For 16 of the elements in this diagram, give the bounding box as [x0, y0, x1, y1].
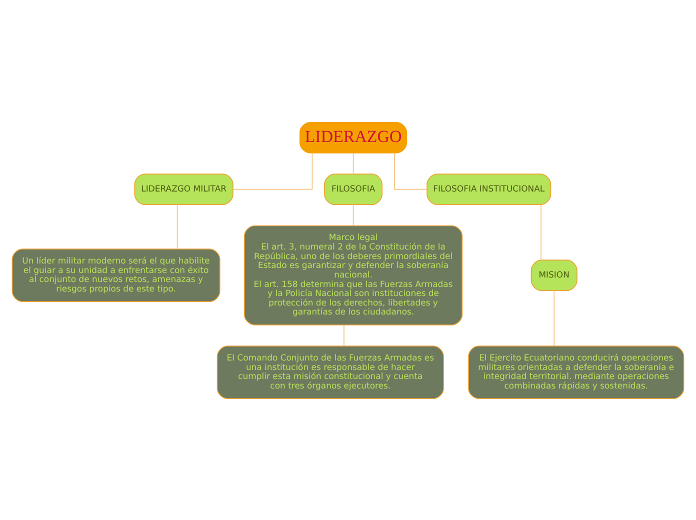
node-box: FILOSOFIA INSTITUCIONAL: [426, 173, 552, 204]
node-box: El Ejercito Ecuatoriano conducirá operaciones militares orientadas a defender la soberanía e integridad territorial. mediante operaciones combinadas rápidas y sostenidas.: [468, 345, 684, 399]
connector: [232, 152, 313, 190]
node-box: LIDERAZGO: [300, 121, 408, 153]
connector: [176, 204, 178, 249]
connector: [352, 152, 354, 174]
connector: [352, 204, 354, 226]
node-box: Un líder militar moderno será el que habilite el guiar a su unidad a enfrentarse con éxito al conjunto de nuevos retos, amenazas y riesgos propios de este tipo.: [12, 248, 220, 302]
node-box: FILOSOFIA: [324, 173, 383, 204]
connector: [394, 152, 428, 190]
node-box: LIDERAZGO MILITAR: [134, 173, 234, 204]
connector: [540, 204, 542, 260]
node-box: Marco legal El art. 3, numeral 2 de la Constitución de la República, uno de los deberes primordiales del Estado es garantizar y defender la soberanía nacional. El art. 158 determina que las Fuerzas Armadas y la Policía Nacional son instituciones de protección de los derechos, libertades y garantías de los ciudadanos.: [244, 224, 463, 325]
node-box: El Comando Conjunto de las Fuerzas Armadas es una institución es responsable de hacer cumplir esta misión constitucional y cuenta con tres órganos ejecutores.: [216, 345, 444, 399]
node-box: MISION: [530, 259, 578, 290]
connector: [554, 290, 555, 346]
